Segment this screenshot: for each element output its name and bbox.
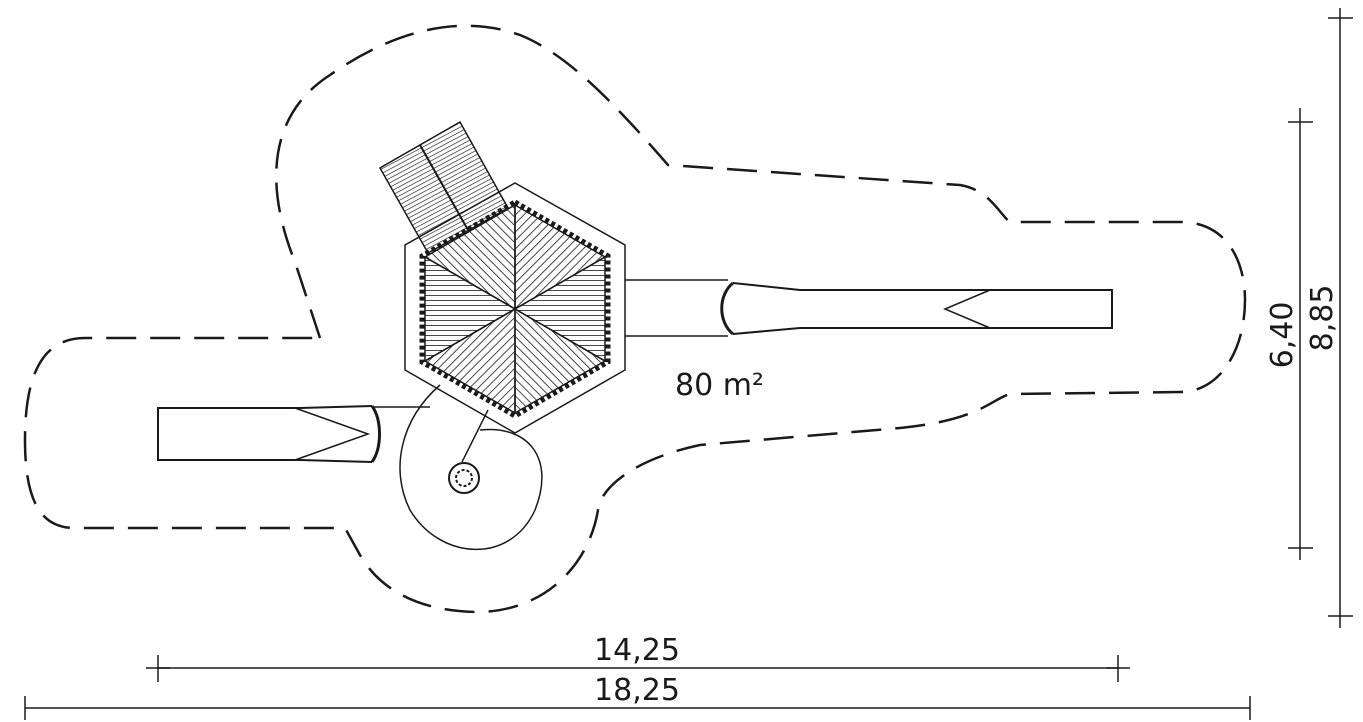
deck-segment: [423, 203, 516, 311]
hexagon-tower: [404, 182, 626, 434]
inner-width-label: 14,25: [594, 633, 680, 668]
tower-platform-edge: [419, 199, 611, 419]
climbing-ramp: [378, 120, 510, 255]
outer-width-label: 18,25: [594, 673, 680, 708]
outer-height-label: 8,85: [1305, 285, 1340, 352]
dimension-inner-width: [146, 655, 1130, 682]
area-label: 80 m²: [675, 368, 764, 403]
safety-zone-outline: [23, 24, 1247, 614]
right-slide: [625, 279, 1113, 337]
spiral-pole: [399, 384, 543, 551]
inner-height-label: 6,40: [1265, 302, 1300, 369]
dimension-outer-width: [24, 696, 1251, 720]
left-slide: [157, 405, 430, 463]
dimension-outer-height: [1328, 8, 1353, 628]
tower-outer-frame: [404, 182, 626, 434]
dimension-inner-height: [1288, 108, 1313, 560]
